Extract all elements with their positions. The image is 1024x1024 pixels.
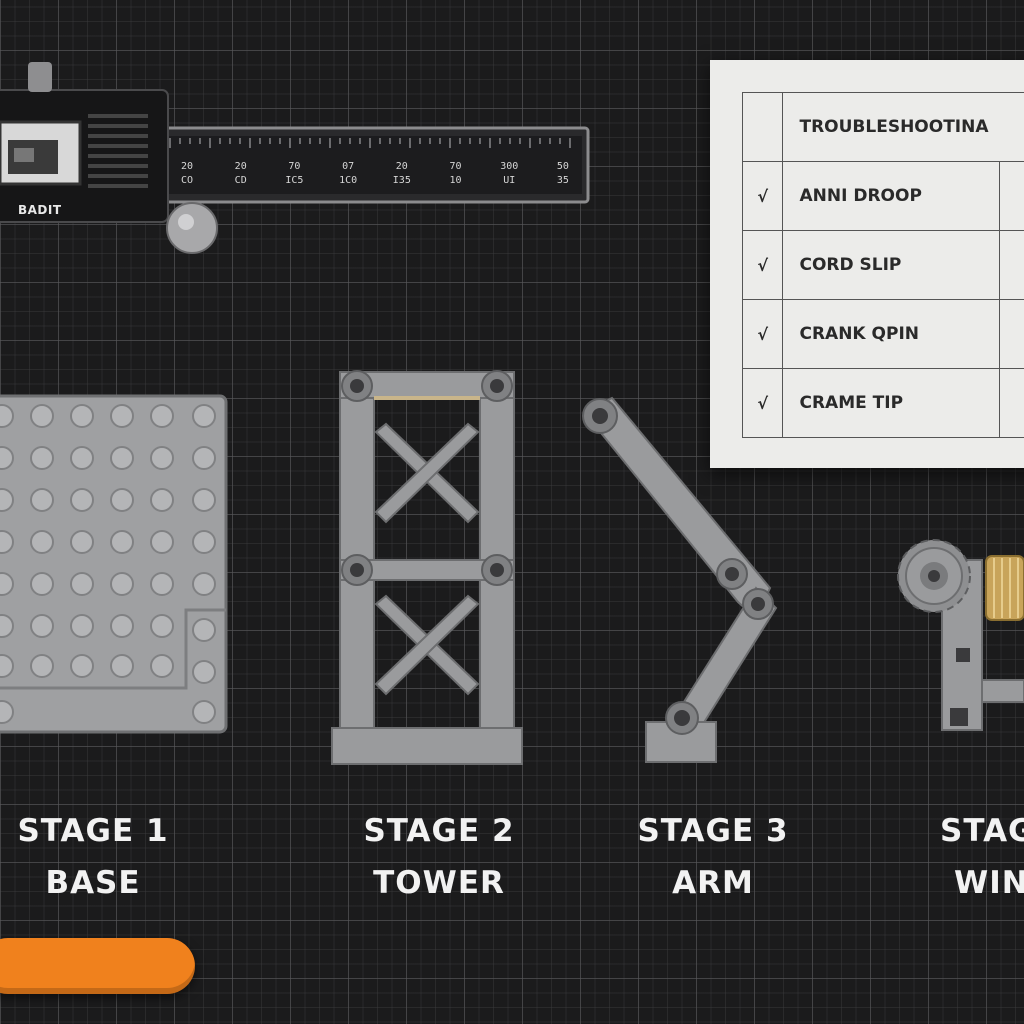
check-mark: √ <box>741 230 784 300</box>
scale-number: 10 <box>449 175 462 186</box>
scale-number: IC5 <box>285 175 304 186</box>
scale-number: 20 <box>234 161 247 172</box>
empty-cell <box>999 368 1024 438</box>
scale-number: 35 <box>556 175 569 186</box>
scale-number: CD <box>234 175 247 186</box>
stage-3-label: STAGE 3 ARM <box>620 805 806 909</box>
scale-number: 70 <box>288 161 301 172</box>
caliper: BADIT 20 20 70 07 20 70 300 50 CO CD IC5… <box>0 60 600 260</box>
stage-4-label: STAG WIN <box>940 805 1024 909</box>
caliper-brand-label: BADIT <box>18 203 62 217</box>
stage-4-winch <box>897 539 1024 731</box>
stage-number: STAGE 2 <box>363 813 515 849</box>
caliper-body <box>0 62 590 254</box>
scale-number: 50 <box>556 161 569 172</box>
scale-number: 300 <box>500 161 519 172</box>
stage-number: STAG <box>940 813 1024 849</box>
check-mark: √ <box>741 368 784 438</box>
stage-name: BASE <box>45 865 141 901</box>
stage-2-label: STAGE 2 TOWER <box>344 805 534 909</box>
table-row: √ CRANK QPIN <box>741 299 1024 369</box>
table-header-row: TROUBLESHOOTINA <box>741 92 1024 162</box>
header-check-cell <box>741 92 784 162</box>
caliper-scale-bottom: CO CD IC5 1C0 I35 10 UI 35 <box>170 175 580 186</box>
stage-number: STAGE 3 <box>637 813 789 849</box>
issue-label: CRAME TIP <box>782 368 1001 438</box>
card-title: TROUBLESHOOTINA <box>782 92 1024 162</box>
check-mark: √ <box>741 161 784 231</box>
stage-1-label: STAGE 1 BASE <box>0 805 186 909</box>
stage-number: STAGE 1 <box>17 813 169 849</box>
scale-number: CO <box>180 175 194 186</box>
issue-label: CRANK QPIN <box>782 299 1001 369</box>
check-mark: √ <box>741 299 784 369</box>
table-row: √ ANNI DROOP <box>741 161 1024 231</box>
stage-2-tower <box>331 370 523 765</box>
issue-label: ANNI DROOP <box>782 161 1001 231</box>
stage-name: WIN <box>954 865 1024 901</box>
caliper-scale-top: 20 20 70 07 20 70 300 50 <box>170 161 580 172</box>
empty-cell <box>999 161 1024 231</box>
troubleshooting-card: TROUBLESHOOTINA √ ANNI DROOP √ CORD SLIP… <box>710 60 1024 468</box>
stage-name: ARM <box>672 865 754 901</box>
orange-tool-handle <box>0 938 195 994</box>
scale-number: 07 <box>342 161 355 172</box>
scale-number: 1C0 <box>339 175 358 186</box>
scale-number: UI <box>503 175 516 186</box>
stage-1-base-plate <box>0 394 228 734</box>
table-row: √ CORD SLIP <box>741 230 1024 300</box>
issue-label: CORD SLIP <box>782 230 1001 300</box>
stage-name: TOWER <box>373 865 505 901</box>
empty-cell <box>999 230 1024 300</box>
scale-number: 70 <box>449 161 462 172</box>
scale-number: 20 <box>180 161 194 172</box>
troubleshooting-table: TROUBLESHOOTINA √ ANNI DROOP √ CORD SLIP… <box>741 92 1024 438</box>
empty-cell <box>999 299 1024 369</box>
scale-number: I35 <box>392 175 411 186</box>
stage-3-arm <box>582 396 778 763</box>
scale-number: 20 <box>395 161 408 172</box>
table-row: √ CRAME TIP <box>741 368 1024 438</box>
